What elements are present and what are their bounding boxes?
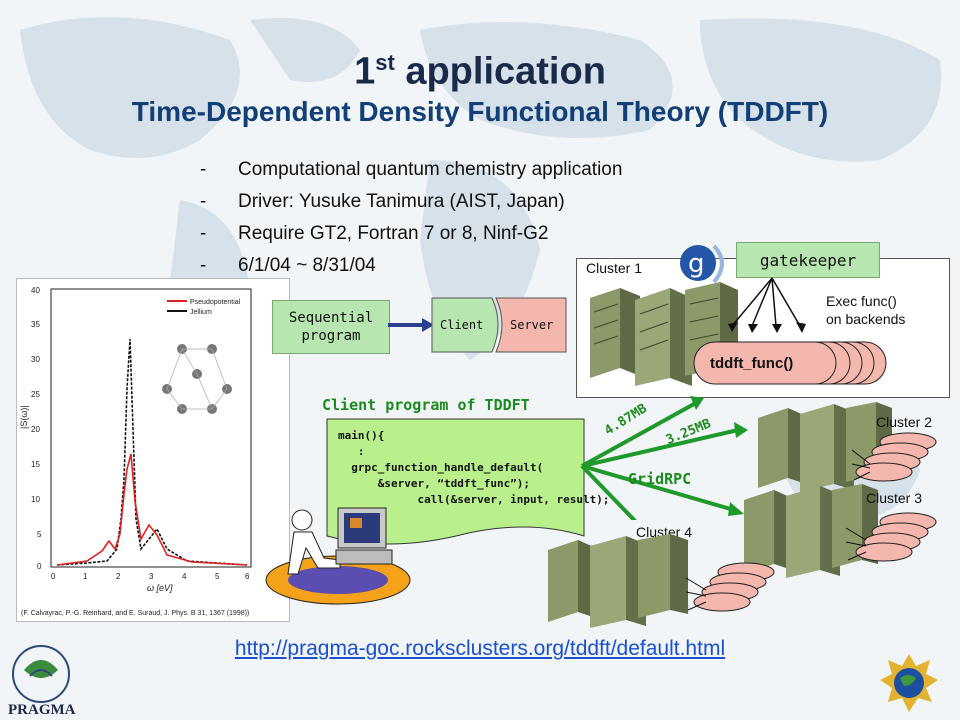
molecule-icon xyxy=(162,344,232,414)
sequential-program-box: Sequential program xyxy=(272,300,390,354)
slide-title: 1st application xyxy=(354,50,606,93)
plot-citation: (F. Calvayrac, P.-G. Reinhard, and E. Su… xyxy=(21,610,249,617)
bullet-item: -Require GT2, Fortran 7 or 8, Ninf-G2 xyxy=(200,223,549,244)
y-tick: 10 xyxy=(31,495,40,504)
arrow-icon xyxy=(388,318,434,332)
gridrpc-label: GridRPC xyxy=(628,470,692,488)
y-tick: 0 xyxy=(37,562,42,571)
cluster4-nodes-icon xyxy=(685,562,775,612)
bullet-list: -Computational quantum chemistry applica… xyxy=(200,154,622,282)
cluster3-label: Cluster 3 xyxy=(866,490,923,506)
x-tick: 5 xyxy=(215,572,220,581)
pseudopotential-curve xyxy=(56,453,248,566)
x-tick: 2 xyxy=(116,572,121,581)
y-tick: 40 xyxy=(31,286,40,295)
x-axis-label: ω [eV] xyxy=(147,583,173,593)
x-tick: 4 xyxy=(182,572,187,581)
pragma-logo-icon: PRAGMA xyxy=(8,645,76,718)
globus-logo-icon: g xyxy=(680,244,724,284)
cluster2-racks-icon xyxy=(758,402,892,492)
exec-func-note: Exec func() on backends xyxy=(826,293,906,327)
y-tick: 30 xyxy=(31,355,40,364)
jellium-curve xyxy=(56,338,248,566)
pragma-logo-text: PRAGMA xyxy=(8,702,76,718)
y-axis-label: |S(ω)| xyxy=(19,405,29,429)
x-tick: 6 xyxy=(245,572,250,581)
cluster2-label: Cluster 2 xyxy=(876,414,933,430)
code-block: main(){ : grpc_function_handle_default( … xyxy=(338,429,610,506)
gatekeeper-box: gatekeeper xyxy=(736,242,880,278)
legend-jellium: Jellium xyxy=(190,309,212,316)
cluster1-label: Cluster 1 xyxy=(586,260,643,276)
x-tick: 1 xyxy=(83,572,88,581)
y-tick: 5 xyxy=(37,530,42,539)
spectrum-plot: 40 35 30 25 20 15 10 5 0 0 1 2 3 4 5 6 |… xyxy=(19,286,252,617)
globe-emblem-icon xyxy=(880,654,938,712)
cluster3-nodes-icon xyxy=(845,512,937,562)
bullet-item: -Computational quantum chemistry applica… xyxy=(200,159,623,180)
client-program-title: Client program of TDDFT xyxy=(322,396,530,414)
y-tick: 15 xyxy=(31,460,40,469)
fanout-arrows xyxy=(728,277,806,333)
cluster4-racks-icon xyxy=(548,534,688,628)
user-at-computer-icon xyxy=(265,507,411,605)
cluster2-nodes-icon xyxy=(851,432,937,482)
bullet-item: -6/1/04 ~ 8/31/04 xyxy=(200,255,376,276)
tddft-func-label: tddft_func() xyxy=(710,355,793,372)
cluster4-label: Cluster 4 xyxy=(636,524,693,540)
y-tick: 20 xyxy=(31,425,40,434)
client-server-box: Client Server xyxy=(431,297,567,353)
slide-subtitle: Time-Dependent Density Functional Theory… xyxy=(131,96,829,127)
x-tick: 0 xyxy=(51,572,56,581)
x-tick: 3 xyxy=(149,572,154,581)
legend-pseudopotential: Pseudopotential xyxy=(190,299,241,306)
plot-frame xyxy=(50,288,252,568)
logo-letter: g xyxy=(688,249,705,279)
y-tick: 25 xyxy=(31,390,40,399)
server-label: Server xyxy=(510,318,553,332)
spectrum-plot-panel: 40 35 30 25 20 15 10 5 0 0 1 2 3 4 5 6 |… xyxy=(16,278,290,622)
bullet-item: -Driver: Yusuke Tanimura (AIST, Japan) xyxy=(200,191,565,212)
client-label: Client xyxy=(440,318,483,332)
tddft-func-stack: tddft_func() xyxy=(693,341,887,385)
tddft-url-link[interactable]: http://pragma-goc.rocksclusters.org/tddf… xyxy=(234,637,726,660)
gridrpc-arrows xyxy=(580,396,748,520)
y-tick: 35 xyxy=(31,320,40,329)
